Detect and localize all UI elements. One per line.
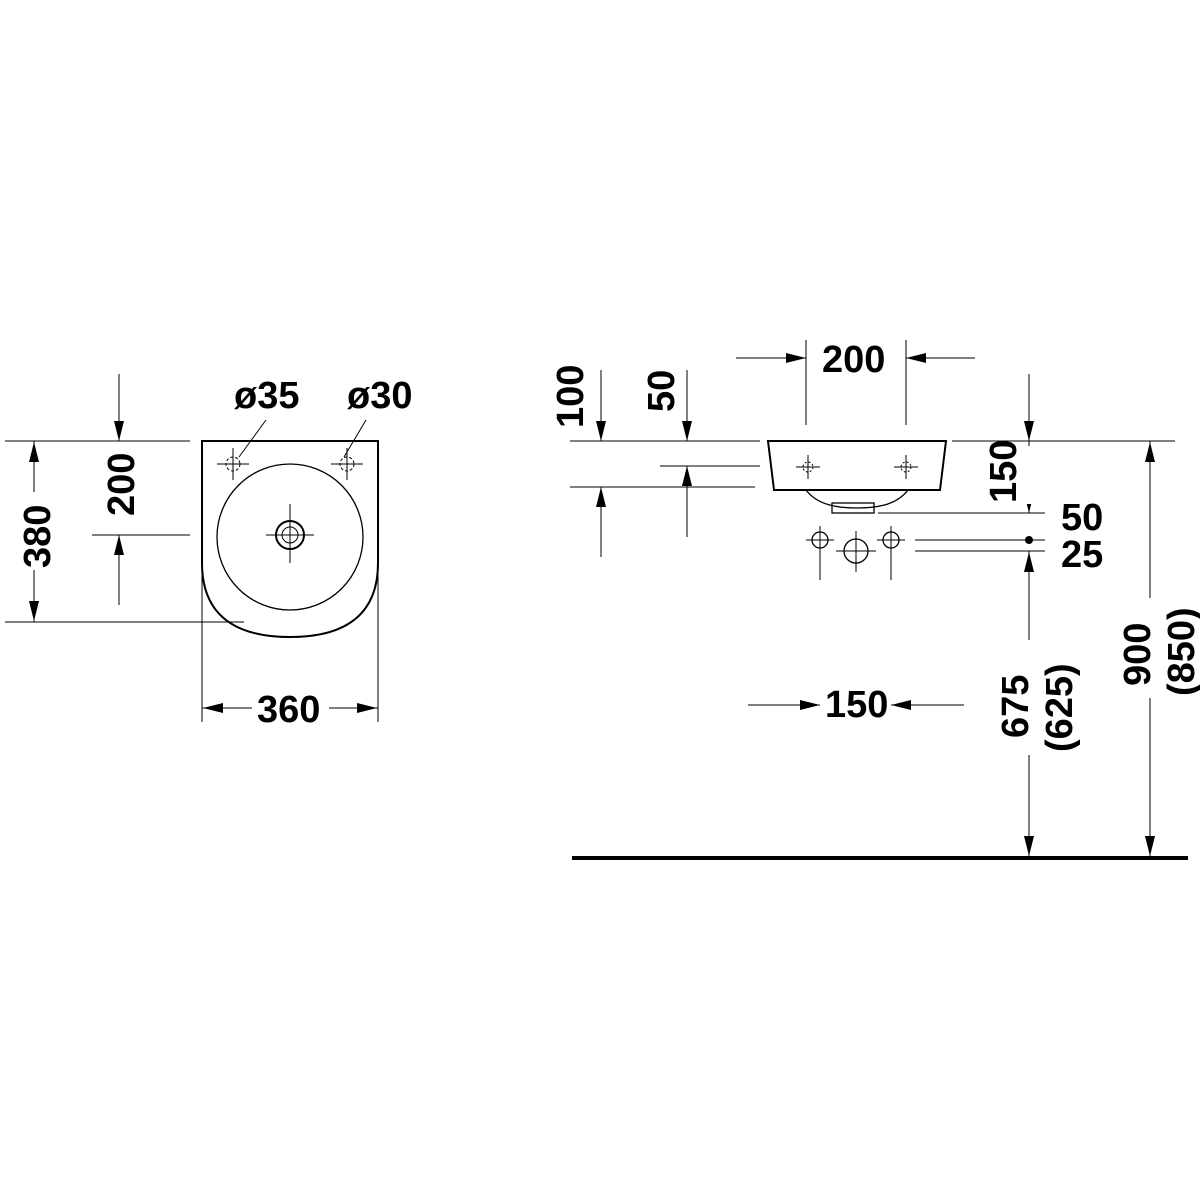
dimension-rim-height-alt: (850) <box>1161 607 1200 696</box>
basin-side-outline <box>766 440 948 491</box>
supply-right-icon <box>877 526 905 580</box>
tap-right-side-icon <box>894 455 918 479</box>
dimension-rim-to-drain: 50 <box>641 370 683 412</box>
waste-pipe-icon <box>836 531 876 572</box>
top-view: ø35 ø30 380 200 360 <box>5 374 412 731</box>
waste-outlet <box>831 502 875 514</box>
tap-hole-left-icon <box>217 448 249 480</box>
dimension-waste-height-alt: (625) <box>1039 663 1081 752</box>
tap-hole-right-icon <box>331 448 363 480</box>
basin-outline <box>201 440 379 639</box>
dimension-rim-to-tap: 100 <box>550 365 592 428</box>
supply-left-icon <box>806 526 834 580</box>
hole-diameter-small: ø30 <box>347 375 412 417</box>
dimension-waste-offset: 25 <box>1061 534 1103 576</box>
dimension-drain-to-waste: 50 <box>1061 497 1103 539</box>
dimension-basin-height: 150 <box>983 440 1025 503</box>
dimension-depth: 380 <box>17 505 59 568</box>
bowl-underside <box>805 489 909 509</box>
drain-symbol <box>266 504 314 563</box>
tap-left-side-icon <box>796 455 820 479</box>
bowl-circle <box>216 463 364 611</box>
side-view: 200 100 50 150 50 25 150 675 (62 <box>550 339 1200 860</box>
dimension-drain-offset: 200 <box>101 453 143 516</box>
dimension-tap-spacing: 200 <box>822 339 885 381</box>
dimension-waste-height: 675 <box>995 675 1037 738</box>
dimension-rim-height: 900 <box>1117 623 1159 686</box>
hole-diameter-large: ø35 <box>234 375 299 417</box>
dimension-waste-spacing: 150 <box>825 684 888 726</box>
dimension-width: 360 <box>257 689 320 731</box>
